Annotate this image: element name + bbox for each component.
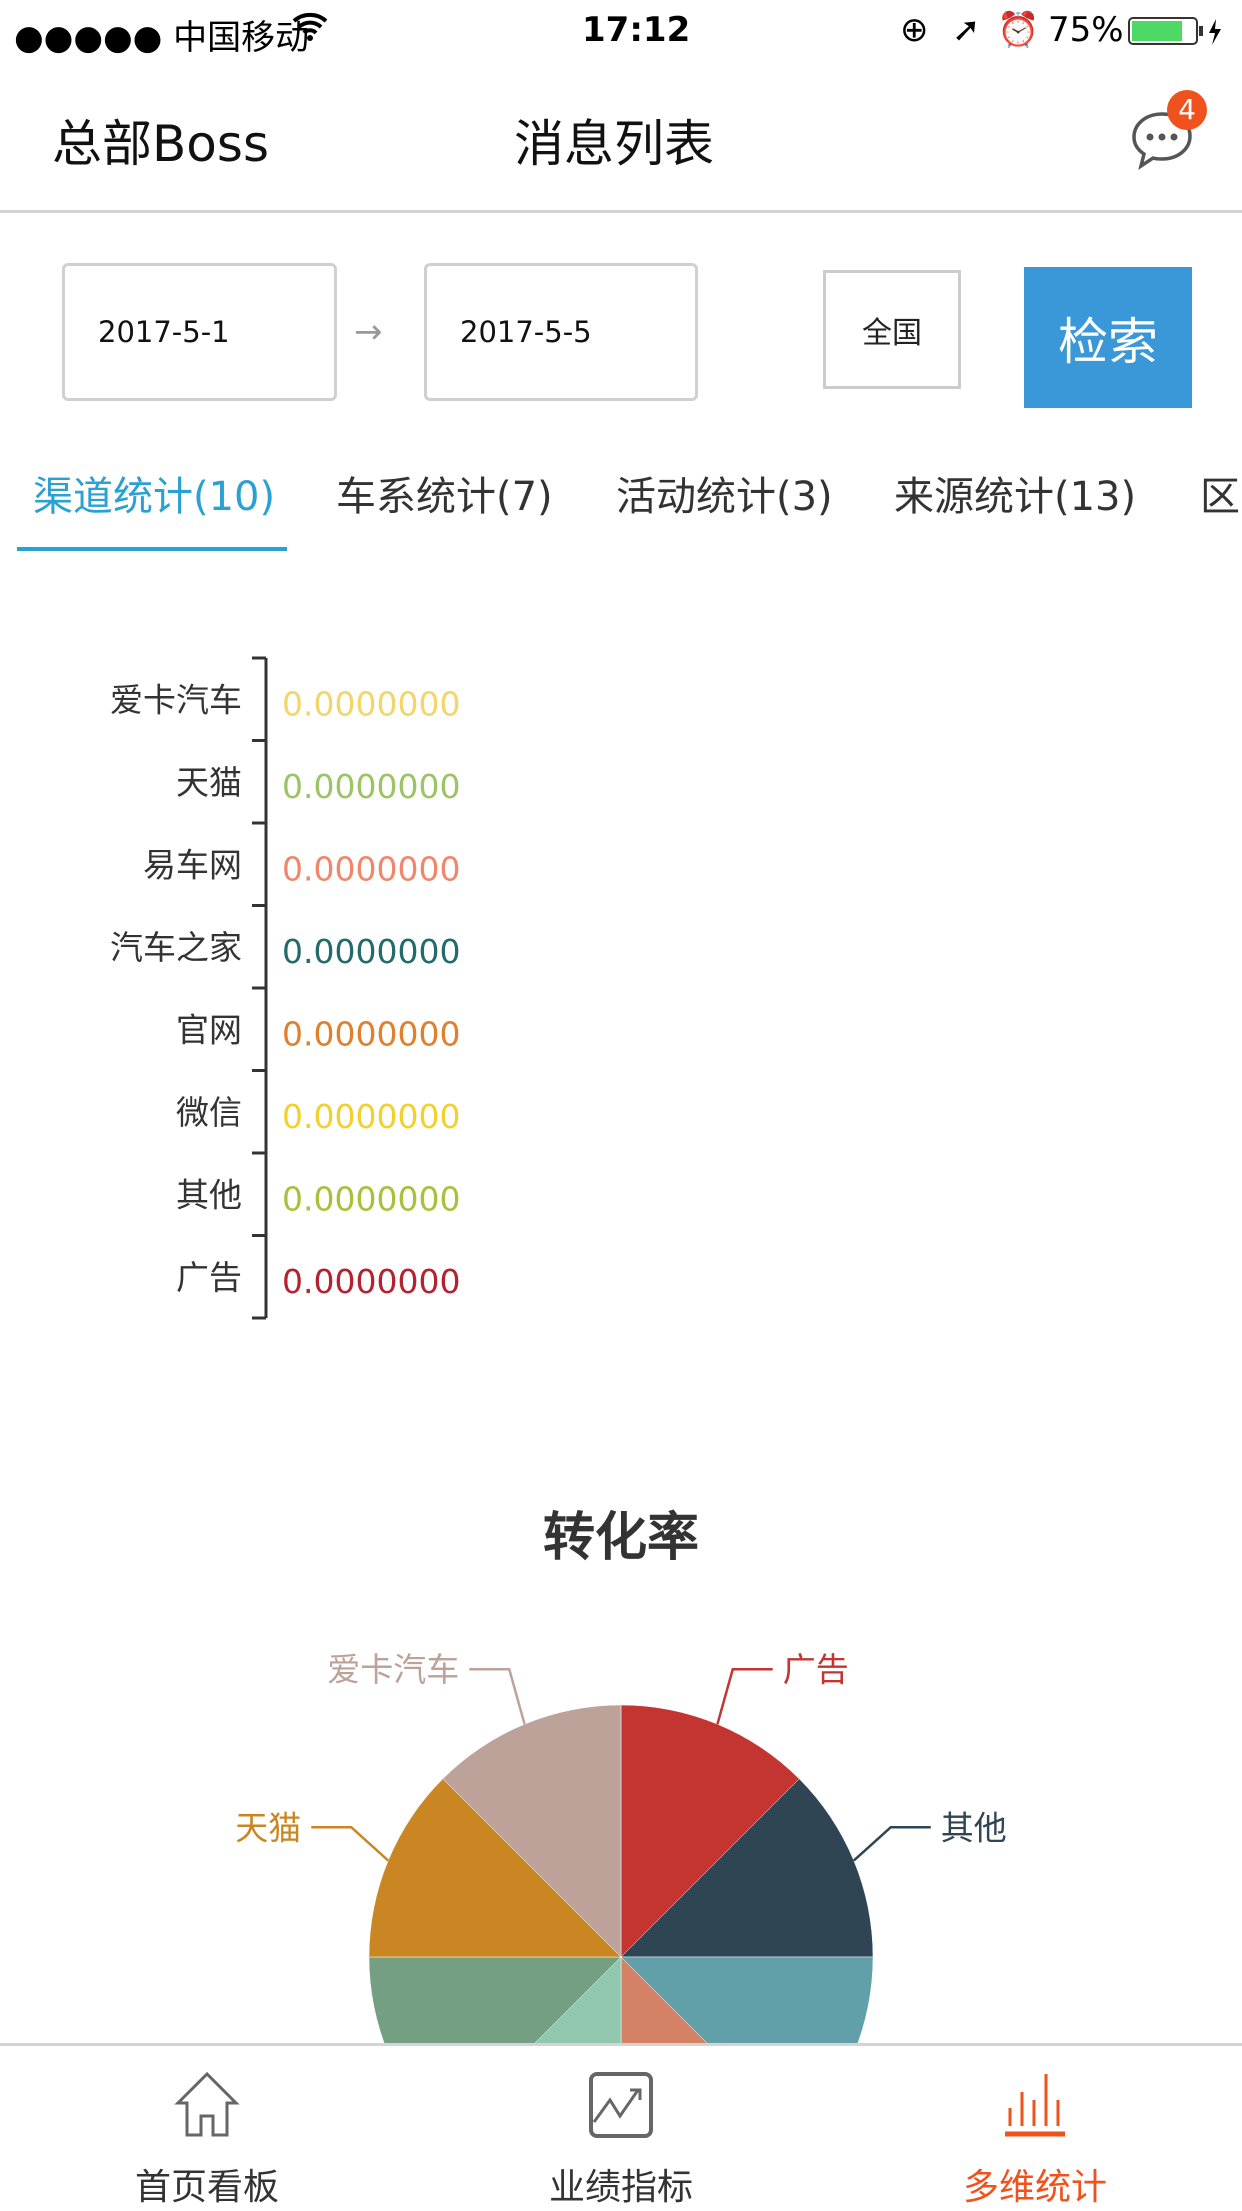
pie-chart-title: 转化率 [543, 1508, 699, 1568]
status-bar: ●●●●● 中国移动 17:12 ⊕ ➚ ⏰ 75% [0, 0, 1242, 60]
y-tick-label: 微信 [176, 1093, 242, 1132]
clock: 17:12 [582, 10, 691, 50]
pie-label-line [852, 1826, 931, 1862]
tab-activity[interactable]: 活动统计(3) [616, 474, 833, 520]
pie-slice [620, 1956, 874, 2043]
bar-value-label: 0.0000000 [282, 1179, 460, 1218]
rotation-lock-icon: ⊕ [900, 10, 929, 50]
nav-home-label: 首页看板 [134, 2167, 279, 2208]
pie-slice [620, 1956, 708, 2043]
bar-value-label: 0.0000000 [282, 767, 460, 806]
pie-slice [442, 1704, 622, 1958]
pie-label-line [311, 1826, 390, 1862]
charts-area: 爱卡汽车 0.0000000 天猫 0.0000000 易车网 0.0000000 汽车之家… [110, 656, 1007, 2043]
pie-label-line [469, 1667, 526, 1725]
region-select[interactable]: 全国 [823, 270, 961, 389]
bar-value-label: 0.0000000 [282, 1014, 460, 1053]
pie-slice [534, 1956, 622, 2043]
start-date-input[interactable]: 2017-5-1 [62, 263, 337, 401]
alarm-icon: ⏰ [997, 10, 1040, 50]
y-tick-label: 天猫 [176, 763, 242, 802]
trend-chart-icon [589, 2072, 653, 2138]
location-icon: ➚ [952, 10, 981, 50]
y-tick-label: 易车网 [143, 845, 242, 884]
org-title: 总部Boss [52, 115, 269, 173]
pie-slice-label: 其他 [941, 1808, 1007, 1847]
nav-multidim-stats-label: 多维统计 [962, 2167, 1107, 2208]
battery-icon [1128, 16, 1228, 56]
search-button[interactable]: 检索 [1024, 267, 1192, 408]
tab-car-series[interactable]: 车系统计(7) [336, 474, 553, 520]
pie-slice-label: 天猫 [235, 1808, 301, 1847]
stats-tabs: 渠道统计(10) 车系统计(7) 活动统计(3) 来源统计(13) 区 [0, 450, 1242, 554]
pie-slice [368, 1778, 622, 1958]
pie-label-line [716, 1667, 773, 1725]
bar-value-label: 0.0000000 [282, 849, 460, 888]
bar-value-label: 0.0000000 [282, 684, 460, 723]
y-tick-label: 广告 [176, 1258, 242, 1297]
tab-source[interactable]: 来源统计(13) [894, 474, 1137, 520]
bottom-tab-bar: 首页看板 业绩指标 多维统计 [0, 2043, 1242, 2208]
pie-slice [620, 1704, 800, 1958]
y-tick-label: 爱卡汽车 [110, 680, 242, 719]
pie-slice [368, 1956, 622, 2043]
bar-value-label: 0.0000000 [282, 1262, 460, 1301]
bar-stats-icon [1005, 2074, 1065, 2137]
pie-slice-label: 爱卡汽车 [327, 1650, 459, 1689]
y-tick-label: 官网 [176, 1010, 242, 1049]
bar-value-label: 0.0000000 [282, 932, 460, 971]
battery-percent: 75% [1048, 10, 1124, 50]
nav-performance-label: 业绩指标 [548, 2167, 693, 2208]
message-count-badge: 4 [1167, 90, 1207, 130]
nav-header: 总部Boss 消息列表 4 [0, 60, 1242, 213]
messages-button[interactable] [1130, 108, 1200, 178]
tab-region[interactable]: 区 [1200, 474, 1240, 520]
nav-multidim-stats[interactable]: 多维统计 [828, 2046, 1242, 2211]
date-range-arrow: → [354, 312, 383, 352]
carrier: ●●●●● 中国移动 [14, 18, 310, 58]
nav-performance[interactable]: 业绩指标 [414, 2046, 828, 2211]
chat-bubble-icon [1132, 112, 1192, 170]
page-title: 消息列表 [514, 115, 714, 173]
pie-slice-label: 广告 [783, 1650, 849, 1689]
y-tick-label: 汽车之家 [110, 928, 242, 967]
tab-channel[interactable]: 渠道统计(10) [33, 474, 276, 520]
y-tick-label: 其他 [176, 1175, 242, 1214]
bar-value-label: 0.0000000 [282, 1097, 460, 1136]
pie-slice [620, 1778, 874, 1958]
end-date-input[interactable]: 2017-5-5 [424, 263, 698, 401]
active-tab-indicator [17, 547, 287, 551]
home-icon [174, 2071, 240, 2137]
nav-home[interactable]: 首页看板 [0, 2046, 414, 2211]
wifi-icon [292, 10, 328, 50]
